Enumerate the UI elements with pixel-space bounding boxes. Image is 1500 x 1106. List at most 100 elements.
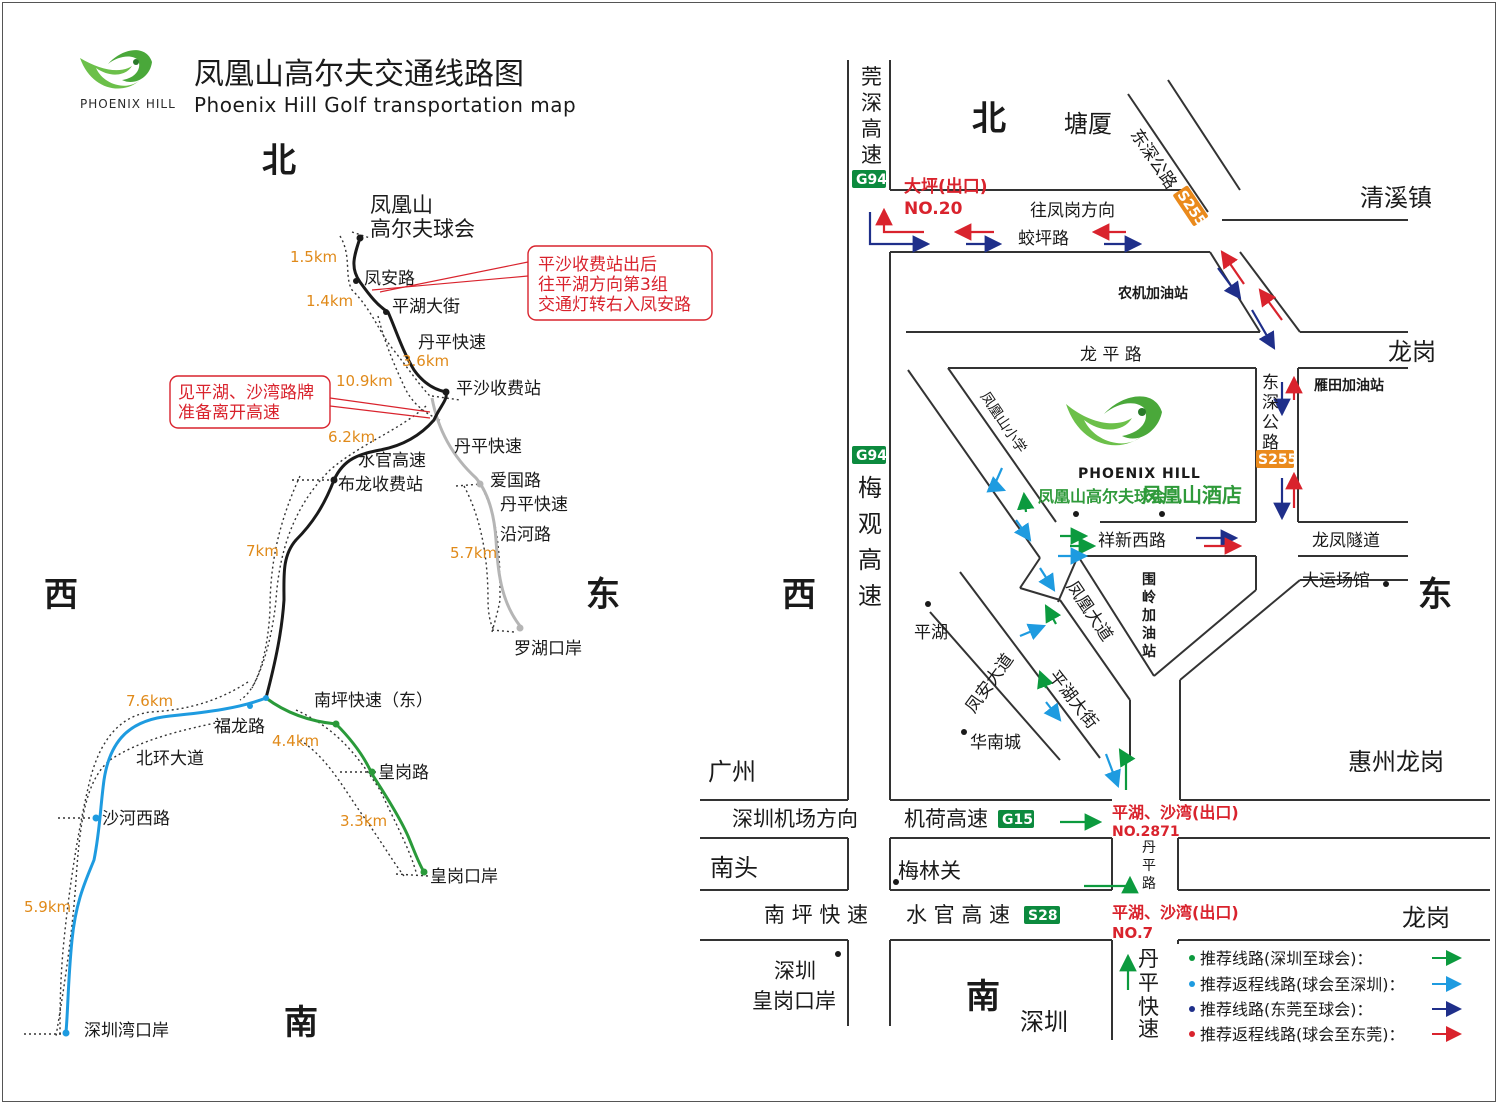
right-south: 南 (966, 977, 1000, 1017)
label-pinghu: 平湖 (914, 623, 948, 643)
label-nanping-express: 南 坪 快 速 (764, 903, 868, 927)
svg-text:往平湖方向第3组: 往平湖方向第3组 (538, 275, 668, 295)
label-aiguo-road: 爱国路 (490, 471, 541, 491)
label-tangxia: 塘厦 (1064, 110, 1112, 138)
phoenix-hill-center-logo: PHOENIX HILL (1066, 396, 1201, 482)
label-exit-2: 平湖、沙湾(出口) (1112, 903, 1239, 922)
label-nanping-east: 南坪快速（东） (314, 691, 433, 711)
route-luohu (430, 397, 522, 627)
label-shuiguan: 水官高速 (358, 451, 426, 471)
svg-text:油: 油 (1142, 625, 1156, 642)
label-meilinguan: 梅林关 (898, 859, 961, 883)
label-danping-3: 丹平快速 (500, 495, 568, 515)
route-blue (64, 696, 267, 1033)
label-meiguan-highway: 梅 观 高 速 (858, 474, 882, 610)
svg-text:深: 深 (1262, 393, 1279, 413)
label-longping: 龙 平 路 (1080, 345, 1142, 365)
label-bulong-toll: 布龙收费站 (338, 475, 423, 495)
center-logo-wordmark: PHOENIX HILL (1078, 466, 1201, 482)
svg-text:高: 高 (861, 117, 882, 141)
note-exit-sign: 见平湖、沙湾路牌 准备离开高速 (169, 375, 431, 429)
legend: 推荐线路(深圳至球会)： 推荐返程线路(球会至深圳)： 推荐线路(东莞至球会)：… (1189, 949, 1462, 1044)
shield-s28: S28 (1024, 906, 1060, 924)
phoenix-hill-logo: PHOENIX HILL (80, 50, 175, 111)
svg-text:莞: 莞 (861, 65, 882, 89)
label-longgang-bottom: 龙岗 (1402, 904, 1450, 932)
svg-text:岭: 岭 (1142, 589, 1156, 606)
svg-text:路: 路 (1262, 433, 1279, 453)
label-pinghu-street: 平湖大街 (392, 297, 460, 317)
label-nongji-gas: 农机加油站 (1117, 285, 1188, 302)
distance-label: 7km (246, 542, 279, 560)
label-weiling-gas: 围 岭 加 油 站 (1141, 572, 1156, 660)
label-exit-1: 平湖、沙湾(出口) (1112, 803, 1239, 822)
svg-text:公: 公 (1262, 413, 1279, 433)
page-title: 凤凰山高尔夫交通线路图 (194, 57, 524, 92)
page-subtitle: Phoenix Hill Golf transportation map (194, 93, 576, 117)
distance-label: 7.6km (126, 692, 173, 710)
label-shuiguan-express: 水 官 高 速 (906, 903, 1010, 927)
svg-text:观: 观 (858, 510, 882, 538)
label-fenghuang-avenue: 凤凰大道 (1062, 578, 1117, 646)
label-fulong-road: 福龙路 (214, 717, 265, 737)
svg-text:站: 站 (1142, 643, 1156, 660)
distance-label: 5.7km (450, 544, 497, 562)
label-shenzhen-west: 深圳 (774, 959, 816, 983)
svg-text:平: 平 (1142, 858, 1156, 874)
label-exit-1-no: NO.2871 (1112, 824, 1180, 840)
label-longfeng-tunnel: 龙凤隧道 (1312, 531, 1380, 551)
distance-label: 4.4km (272, 732, 319, 750)
right-road-map (700, 60, 1490, 1040)
label-huanan: 华南城 (970, 733, 1021, 753)
svg-text:丹: 丹 (1142, 840, 1156, 856)
left-route-map (24, 231, 524, 1037)
right-east: 东 (1418, 575, 1452, 615)
label-luohu-port: 罗湖口岸 (514, 639, 582, 659)
legend-item-2: 推荐返程线路(球会至深圳)： (1200, 975, 1405, 994)
label-golf-club: 凤凰山高尔夫球会 (1038, 487, 1166, 506)
svg-text:东: 东 (1262, 373, 1279, 393)
label-fengan-avenue: 凤安大道 (962, 650, 1018, 717)
label-yantian-gas: 雁田加油站 (1314, 377, 1384, 394)
label-huanggang-port: 皇岗口岸 (430, 867, 498, 887)
left-south: 南 (284, 1003, 318, 1043)
label-danping-1: 丹平快速 (418, 333, 486, 353)
svg-text:围: 围 (1142, 572, 1156, 588)
svg-text:速: 速 (861, 143, 882, 167)
label-danping-express: 丹 平 快 速 (1138, 947, 1159, 1041)
shield-s255-mid: S255 (1256, 450, 1297, 468)
label-xiangxin: 祥新西路 (1098, 531, 1166, 551)
legend-item-1: 推荐线路(深圳至球会)： (1200, 949, 1373, 968)
svg-text:快: 快 (1138, 995, 1159, 1019)
svg-text:S28: S28 (1028, 908, 1058, 924)
svg-text:梅: 梅 (858, 474, 882, 502)
label-guangzhou: 广州 (708, 758, 756, 786)
svg-text:G15: G15 (1002, 812, 1033, 828)
shield-g15: G15 (998, 810, 1034, 828)
distance-label: 3.6km (402, 352, 449, 370)
label-exit-2-no: NO.7 (1112, 924, 1153, 942)
left-north: 北 (262, 141, 296, 181)
svg-text:S255: S255 (1258, 452, 1297, 468)
svg-text:平: 平 (1138, 971, 1159, 995)
legend-item-3: 推荐线路(东莞至球会)： (1200, 1000, 1373, 1019)
label-daping-no: NO.20 (904, 199, 963, 219)
svg-text:交通灯转右入凤安路: 交通灯转右入凤安路 (538, 295, 691, 315)
note-pingsha: 平沙收费站出后 往平湖方向第3组 交通灯转右入凤安路 (371, 245, 713, 321)
svg-text:速: 速 (1138, 1017, 1159, 1041)
svg-text:S255: S255 (1174, 188, 1209, 230)
label-yanhe-road: 沿河路 (500, 525, 551, 545)
svg-text:高: 高 (858, 546, 882, 574)
distance-label: 10.9km (336, 372, 393, 390)
label-huanggang-road: 皇岗路 (378, 763, 429, 783)
label-danping-road: 丹 平 路 (1142, 840, 1156, 892)
destination-line2: 高尔夫球会 (370, 217, 475, 241)
label-jihe: 机荷高速 (904, 807, 988, 831)
svg-text:速: 速 (858, 582, 882, 610)
label-shenzhenwan-port: 深圳湾口岸 (84, 1021, 169, 1041)
distance-label: 3.3km (340, 812, 387, 830)
label-hotel: 凤凰山酒店 (1142, 483, 1242, 507)
svg-text:平沙收费站出后: 平沙收费站出后 (538, 255, 657, 275)
label-nantou: 南头 (710, 854, 758, 882)
